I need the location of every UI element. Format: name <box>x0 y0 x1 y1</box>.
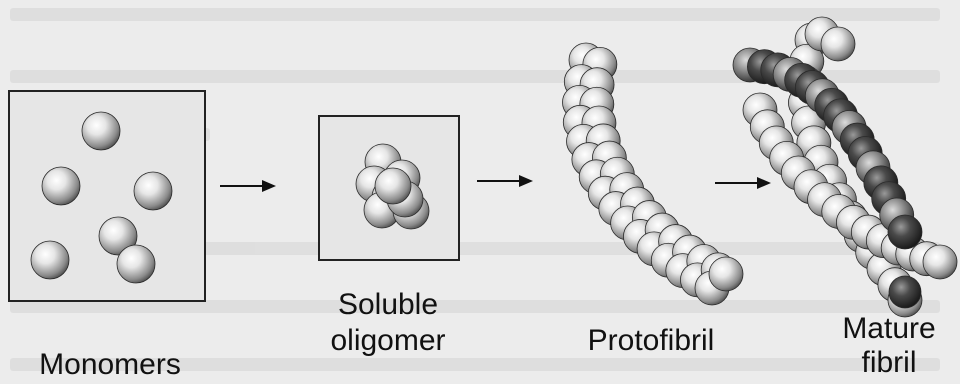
mature-fibril-sphere <box>888 215 922 249</box>
oligomer-spheres <box>356 144 429 229</box>
protofibril-sphere <box>709 257 743 291</box>
monomer-sphere <box>82 112 120 150</box>
monomer-sphere <box>117 245 155 283</box>
monomer-sphere <box>31 241 69 279</box>
oligomer-label-line1: Soluble <box>318 288 458 322</box>
protofibril-label: Protofibril <box>566 324 736 358</box>
mature-fibril-sphere <box>889 276 921 308</box>
monomer-sphere <box>134 172 172 210</box>
monomers-label: Monomers <box>30 348 190 382</box>
arrow-right-icon <box>218 178 278 194</box>
mature-fibril-sphere <box>923 245 957 279</box>
mature-fibril-sphere <box>821 27 855 61</box>
oligomer-sphere <box>375 168 411 204</box>
mature-label-line1: Mature <box>826 312 952 346</box>
oligomer-label-line2: oligomer <box>318 324 458 358</box>
mature-label-line2: fibril <box>826 346 952 380</box>
arrow-right-icon <box>475 173 535 189</box>
arrow-right-icon <box>713 175 773 191</box>
monomer-spheres <box>31 112 172 283</box>
protofibril-spheres <box>562 43 743 305</box>
mature-fibril-spheres <box>733 17 957 317</box>
monomer-sphere <box>42 167 80 205</box>
